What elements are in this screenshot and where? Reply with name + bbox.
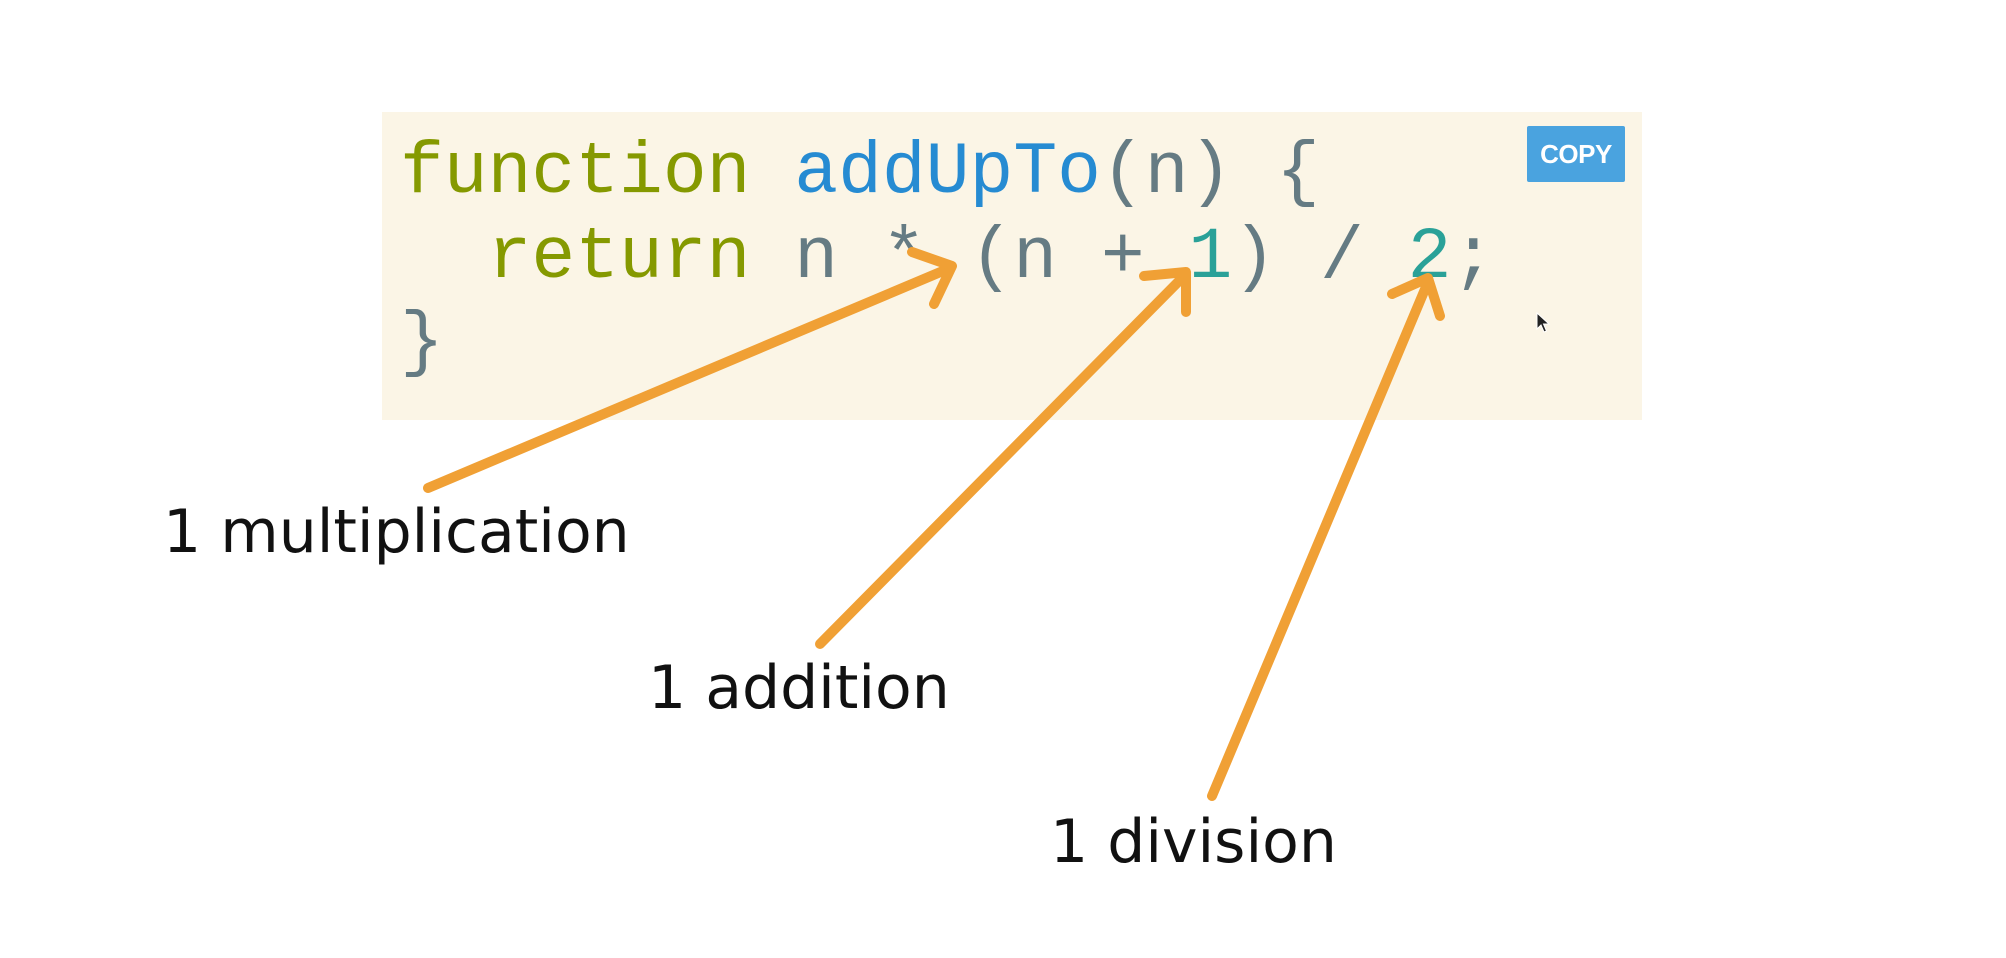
- code-token: n * (n +: [750, 216, 1189, 299]
- cursor-icon: [1536, 312, 1551, 333]
- code-token: 1: [1188, 216, 1233, 299]
- annotation-addition: 1 addition: [648, 653, 950, 723]
- code-token: (n) {: [1100, 131, 1320, 214]
- annotation-division: 1 division: [1050, 807, 1337, 877]
- code-token: return: [487, 216, 751, 299]
- code-token: [750, 131, 794, 214]
- code-token: ) /: [1232, 216, 1408, 299]
- code-token: }: [400, 301, 444, 384]
- code-snippet: function addUpTo(n) { return n * (n + 1)…: [400, 130, 1495, 385]
- annotation-multiplication: 1 multiplication: [163, 497, 630, 567]
- code-token: ;: [1451, 216, 1496, 299]
- code-token: [400, 216, 488, 299]
- code-line-2: return n * (n + 1) / 2;: [400, 215, 1496, 300]
- code-token: addUpTo: [794, 131, 1101, 214]
- code-token: 2: [1407, 216, 1452, 299]
- code-block: function addUpTo(n) { return n * (n + 1)…: [382, 112, 1642, 420]
- code-line-3: }: [400, 300, 1495, 385]
- code-token: function: [400, 131, 751, 214]
- copy-button[interactable]: COPY: [1527, 126, 1625, 182]
- code-line-1: function addUpTo(n) {: [400, 130, 1495, 215]
